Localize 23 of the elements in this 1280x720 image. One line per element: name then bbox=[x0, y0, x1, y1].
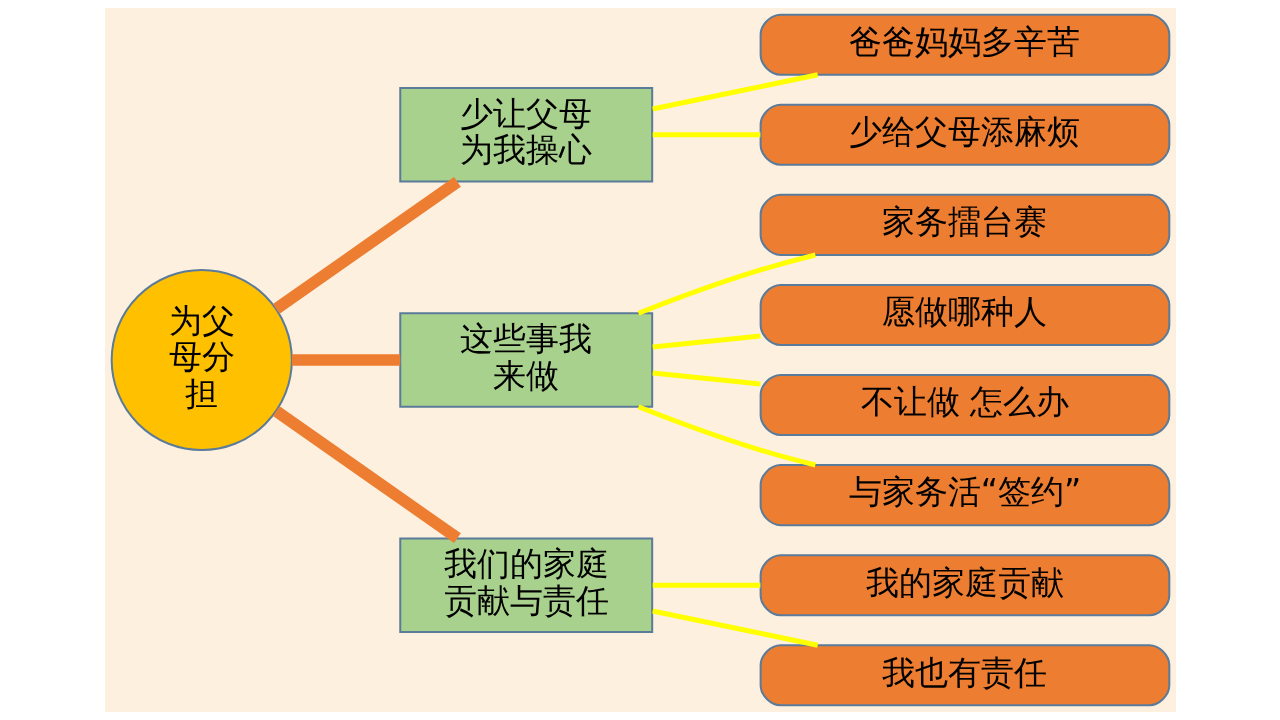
node-box: 少让父母为我操心 bbox=[398, 87, 653, 183]
node-box: 不让做 怎么办 bbox=[759, 374, 1170, 437]
node-box: 我也有责任 bbox=[759, 644, 1170, 707]
node-circle: 为父母分担 bbox=[110, 268, 293, 452]
connector bbox=[651, 370, 761, 387]
node-box: 这些事我来做 bbox=[398, 312, 653, 408]
node-box: 少给父母添麻烦 bbox=[759, 103, 1170, 166]
node-box: 家务擂台赛 bbox=[759, 193, 1170, 256]
connector bbox=[651, 333, 761, 350]
connector bbox=[272, 406, 461, 543]
connector bbox=[637, 404, 816, 468]
node-box: 与家务活“签约” bbox=[759, 464, 1170, 527]
node-box: 愿做哪种人 bbox=[759, 283, 1170, 346]
connector bbox=[651, 72, 818, 112]
node-box: 爸爸妈妈多辛苦 bbox=[759, 13, 1170, 76]
connector bbox=[291, 354, 400, 366]
connector bbox=[652, 582, 760, 588]
connector bbox=[637, 252, 816, 316]
connector bbox=[651, 608, 818, 648]
connector bbox=[272, 177, 461, 314]
connector bbox=[652, 132, 760, 138]
node-box: 我的家庭贡献 bbox=[759, 554, 1170, 617]
node-box: 我们的家庭贡献与责任 bbox=[398, 537, 653, 633]
